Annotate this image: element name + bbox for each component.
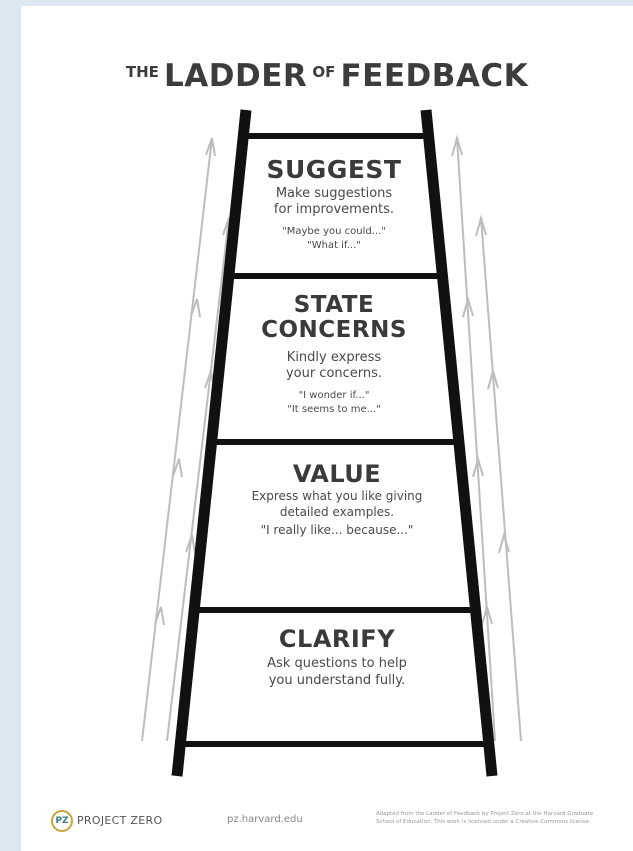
rung-title: VALUE [214,460,460,488]
title-prefix: THE [125,63,159,81]
ladder-diagram [141,109,522,777]
rung-suggest: SUGGEST Make suggestions for improvement… [234,156,434,252]
rung-description: Make suggestions for improvements. [234,186,434,220]
rung-description-line: for improvements. [273,202,395,218]
left-arrows [141,137,233,742]
org-url[interactable]: pz.harvard.edu [227,814,303,825]
rung-description-line: Ask questions to help [267,656,407,672]
rung-prompts: "I really like... because..." [214,522,460,538]
right-arrows [451,134,522,742]
rung-description-line: Make suggestions [275,185,393,201]
rung-description-line: Express what you like giving [251,489,423,504]
rung-description: Ask questions to help you understand ful… [199,656,475,690]
rung-prompt-line: "What if..." [307,239,361,251]
credit-line: School of Education. This work is licens… [376,819,591,825]
left-arrow-outer [141,137,213,742]
credit-text: Adapted from the Ladder of Feedback by P… [376,810,616,826]
left-arrow-inner [166,217,230,742]
rung-title-line: VALUE [292,460,382,488]
rung-description-line: your concerns. [285,366,383,382]
rung-description: Kindly express your concerns. [224,350,444,384]
rung-description-line: Kindly express [286,349,382,365]
right-arrow-outer [480,217,522,742]
rung-state-concerns: STATE CONCERNS Kindly express your conce… [224,292,444,416]
rung-title: STATE CONCERNS [224,292,444,344]
rung-title-line: STATE [293,292,375,318]
footer: PZ PROJECT ZERO pz.harvard.edu Adapted f… [21,796,633,846]
rung-value: VALUE Express what you like giving detai… [214,461,460,538]
rung-prompt-line: "I really like... because..." [260,522,414,537]
credit-line: Adapted from the Ladder of Feedback by P… [376,811,594,817]
title-connector: OF [312,63,336,81]
rung-description-line: detailed examples. [279,504,395,519]
poster-title: THE LADDER OF FEEDBACK [21,58,633,94]
rung-title-line: CLARIFY [278,625,396,653]
ladder-left-rail [171,109,252,777]
rung-title-line: CONCERNS [261,317,407,344]
right-arrow-inner [456,137,496,742]
rung-description-line: you understand fully. [268,673,406,689]
rung-prompt-line: "I wonder if..." [298,390,370,402]
rung-description: Express what you like giving detailed ex… [214,489,460,520]
poster: THE LADDER OF FEEDBACK [21,6,633,851]
rung-clarify: CLARIFY Ask questions to help you unders… [199,626,475,690]
org-name: PROJECT ZERO [77,814,163,827]
project-zero-logo-icon: PZ [51,810,73,832]
title-word-feedback: FEEDBACK [340,58,529,94]
rung-prompt-line: "It seems to me..." [287,403,381,415]
title-word-ladder: LADDER [164,58,308,94]
rung-prompts: "Maybe you could..." "What if..." [234,225,434,252]
rung-title-line: SUGGEST [266,155,402,184]
rung-prompt-line: "Maybe you could..." [282,226,386,238]
rung-title: SUGGEST [234,156,434,184]
rung-prompts: "I wonder if..." "It seems to me..." [224,389,444,416]
rung-title: CLARIFY [199,625,475,653]
